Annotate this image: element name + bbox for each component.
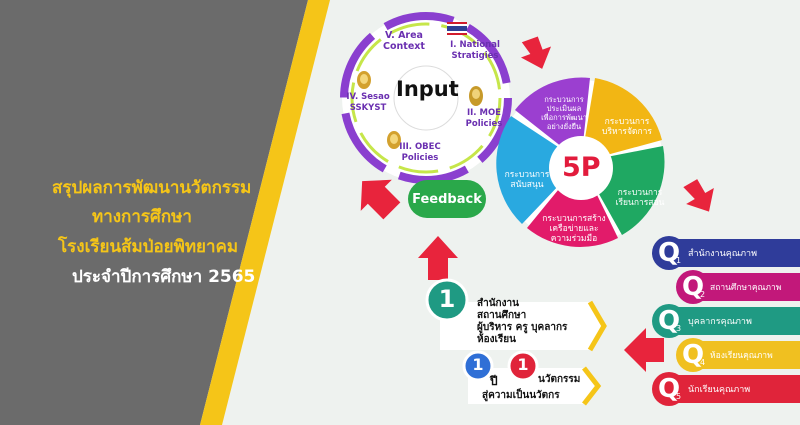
input-center-circle	[393, 65, 459, 131]
arrow-5p-to-q	[683, 179, 714, 212]
quality-q-badge-2: Q	[676, 270, 710, 304]
one-card-body	[440, 302, 604, 350]
quality-sub-2: 2	[700, 290, 706, 299]
quality-bar-5	[670, 375, 800, 403]
segment-national-strategies: I. National Stratigies	[450, 40, 500, 61]
moe-emblem-icon	[469, 86, 483, 106]
innovation-card-body	[468, 368, 598, 404]
feedback-button[interactable]: Feedback	[408, 180, 486, 218]
p-label-management: กระบวนการ บริหารจัดการ	[602, 117, 652, 137]
one-card-chevron	[587, 300, 607, 352]
left-gray-panel	[0, 0, 308, 425]
segment-sesao-sskyst: IV. Sesao SSKYST	[346, 92, 390, 113]
thai-flag-icon	[447, 22, 467, 35]
quality-text-2: สถานศึกษาคุณภาพ	[710, 283, 782, 293]
yellow-diagonal-stripe	[200, 0, 330, 425]
title-line-2: ทางการศึกษา	[92, 207, 192, 227]
arrow-q-to-one	[624, 328, 664, 372]
quality-bar-1	[670, 239, 800, 267]
innovation-text-innovation: นวัตกรรม	[538, 374, 581, 385]
one-card-badge-circle	[425, 278, 469, 322]
p-label-network: กระบวนการสร้าง เครือข่ายและ ความร่วมมือ	[542, 214, 606, 244]
quality-sub-1: 1	[676, 256, 682, 265]
p-segment-network	[527, 162, 618, 247]
segment-area-context: V. Area Context	[383, 30, 425, 52]
quality-item-3: Q 3 บุคลากรคุณภาพ	[652, 304, 800, 338]
quality-item-1: Q 1 สำนักงานคุณภาพ	[652, 236, 800, 270]
quality-q-badge-3: Q	[652, 304, 686, 338]
p-segment-support	[496, 116, 581, 224]
innovation-badge-a-circle	[462, 350, 494, 382]
input-center-label: Input	[396, 77, 459, 101]
quality-item-5: Q 5 นักเรียนคุณภาพ	[652, 372, 800, 406]
five-p-center-circle	[549, 136, 613, 200]
arrow-up-to-feedback	[418, 236, 458, 280]
one-card-badge: 1	[438, 285, 456, 313]
quality-bar-2	[694, 273, 800, 301]
quality-text-3: บุคลากรคุณภาพ	[688, 317, 752, 327]
quality-q-badge-4: Q	[676, 338, 710, 372]
segment-moe-policies: II. MOE Policies	[465, 108, 503, 129]
quality-q-badge-5: Q	[652, 372, 686, 406]
five-p-center-label: 5P	[562, 152, 601, 183]
input-cycle-ring-inner	[350, 22, 502, 174]
quality-item-2: Q 2 สถานศึกษาคุณภาพ	[676, 270, 800, 304]
quality-item-4: Q 4 ห้องเรียนคุณภาพ	[676, 338, 800, 372]
p-segment-management	[581, 78, 662, 162]
p-label-support: กระบวนการ สนับสนุน	[504, 170, 550, 190]
arrow-input-to-5p	[520, 36, 552, 69]
quality-sub-4: 4	[700, 358, 706, 367]
quality-bar-4	[694, 341, 800, 369]
title-line-1: สรุปผลการพัฒนานวัตกรรม	[52, 178, 252, 198]
innovation-text-year: ปี	[490, 374, 498, 388]
one-card-text: สำนักงาน สถานศึกษา ผู้บริหาร ครู บุคลากร…	[477, 298, 568, 345]
innovation-badge-b-circle	[507, 350, 539, 382]
title-line-4: ประจำปีการศึกษา 2565	[72, 267, 256, 287]
p-label-teaching: กระบวนการ เรียนการสอน	[615, 188, 665, 208]
quality-q-badge-1: Q	[652, 236, 686, 270]
arrow-feedback-to-input	[360, 179, 401, 220]
innovation-text-innovator: สู่ความเป็นนวัตกร	[482, 390, 560, 401]
p-label-evaluation: กระบวนการ ประเมินผล เพื่อการพัฒนา อย่างย…	[541, 95, 587, 131]
quality-text-5: นักเรียนคุณภาพ	[688, 385, 751, 395]
quality-text-4: ห้องเรียนคุณภาพ	[710, 351, 773, 361]
title-line-3: โรงเรียนส้มป่อยพิทยาคม	[58, 237, 239, 257]
innovation-badge-a: 1	[472, 355, 484, 374]
quality-sub-5: 5	[676, 392, 682, 401]
innovation-badge-b: 1	[517, 355, 529, 374]
quality-sub-3: 3	[676, 324, 682, 333]
innovation-card-chevron	[582, 366, 602, 406]
obec-emblem-icon	[387, 131, 401, 149]
sesao-emblem-icon	[357, 71, 371, 89]
quality-bar-3	[670, 307, 800, 335]
segment-obec-policies: III. OBEC Policies	[399, 142, 441, 163]
quality-text-1: สำนักงานคุณภาพ	[688, 249, 758, 259]
